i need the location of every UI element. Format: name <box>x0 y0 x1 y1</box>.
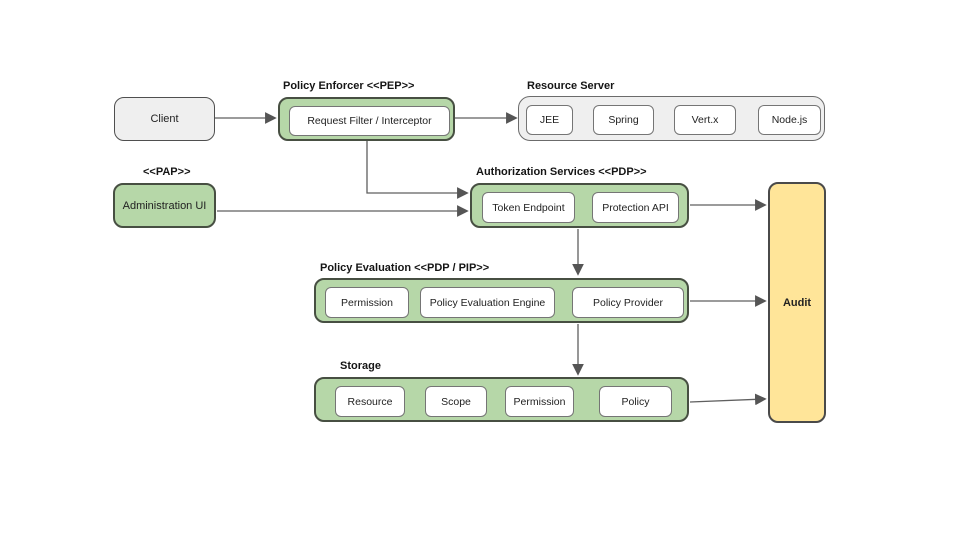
node-policy: Policy <box>599 386 672 417</box>
pap-label: <<PAP>> <box>143 166 191 178</box>
node-scope: Scope <box>425 386 487 417</box>
policy-enforcer-title: Policy Enforcer <<PEP>> <box>283 80 415 92</box>
node-permission-eval: Permission <box>325 287 409 318</box>
node-request-filter-interceptor: Request Filter / Interceptor <box>289 106 450 136</box>
node-client: Client <box>114 97 215 141</box>
storage-container: Resource Scope Permission Policy <box>314 377 689 422</box>
resource-server-container: JEE Spring Vert.x Node.js <box>518 96 825 141</box>
node-protection-api: Protection API <box>592 192 679 223</box>
policy-enforcer-container: Request Filter / Interceptor <box>278 97 455 141</box>
resource-server-title: Resource Server <box>527 80 615 92</box>
node-spring: Spring <box>593 105 654 135</box>
node-vertx: Vert.x <box>674 105 736 135</box>
node-token-endpoint: Token Endpoint <box>482 192 575 223</box>
node-policy-evaluation-engine: Policy Evaluation Engine <box>420 287 555 318</box>
arrow-storage-to-audit <box>689 393 767 406</box>
storage-title: Storage <box>340 360 381 372</box>
node-administration-ui: Administration UI <box>113 183 216 228</box>
node-policy-provider: Policy Provider <box>572 287 684 318</box>
node-resource: Resource <box>335 386 405 417</box>
authorization-services-title: Authorization Services <<PDP>> <box>476 166 647 178</box>
node-jee: JEE <box>526 105 573 135</box>
arrow-policy-enforcer-to-authorization-services <box>366 141 469 199</box>
node-permission-storage: Permission <box>505 386 574 417</box>
authorization-services-container: Token Endpoint Protection API <box>470 183 689 228</box>
policy-evaluation-title: Policy Evaluation <<PDP / PIP>> <box>320 262 490 274</box>
policy-evaluation-container: Permission Policy Evaluation Engine Poli… <box>314 278 689 323</box>
node-audit: Audit <box>768 182 826 423</box>
node-nodejs: Node.js <box>758 105 821 135</box>
